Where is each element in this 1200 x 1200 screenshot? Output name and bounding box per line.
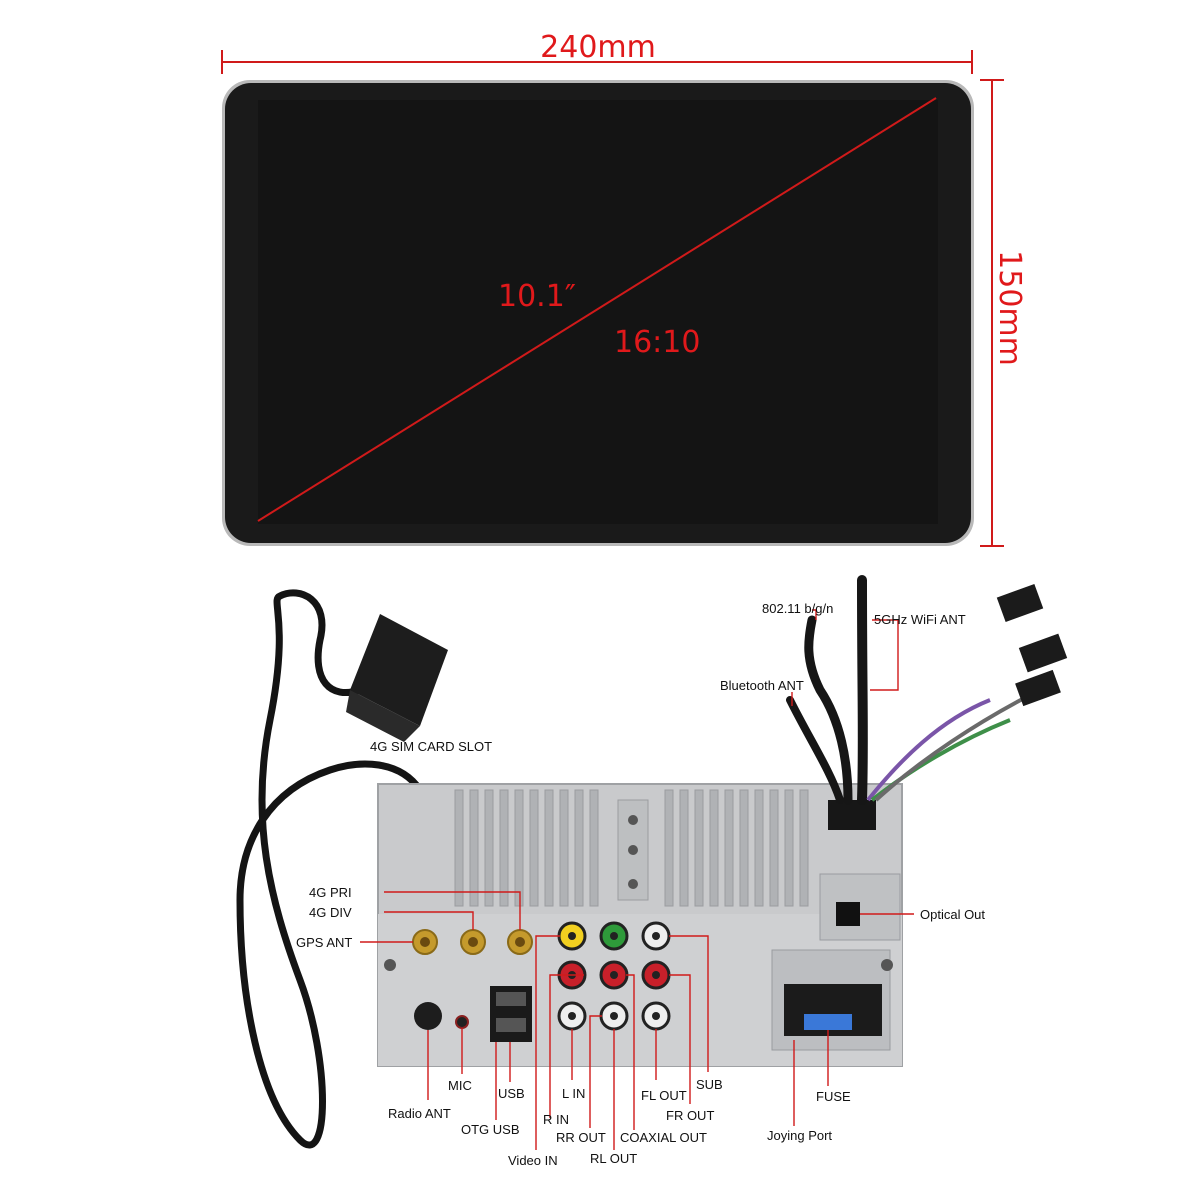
rca-jacks bbox=[557, 921, 671, 1031]
mic-label: MIC bbox=[448, 1078, 472, 1093]
radio-ant-label: Radio ANT bbox=[388, 1106, 451, 1121]
joying-port-label: Joying Port bbox=[767, 1128, 832, 1143]
rl-out-label: RL OUT bbox=[590, 1151, 637, 1166]
4g-div-label: 4G DIV bbox=[309, 905, 352, 920]
display-panel: 10.1″ 16:10 bbox=[222, 80, 974, 546]
4g-pri-label: 4G PRI bbox=[309, 885, 352, 900]
gps-ant-label: GPS ANT bbox=[296, 935, 352, 950]
otg-usb-label: OTG USB bbox=[461, 1122, 520, 1137]
labels: 4G SIM CARD SLOT 802.11 b/g/n 5GHz WiFi … bbox=[296, 601, 985, 1168]
antenna-harness bbox=[786, 575, 1068, 805]
l-in-label: L IN bbox=[562, 1086, 585, 1101]
sim-slot-label: 4G SIM CARD SLOT bbox=[370, 739, 492, 754]
sub-label: SUB bbox=[696, 1077, 723, 1092]
width-dimension: 240mm bbox=[221, 30, 973, 74]
mic-socket bbox=[455, 1015, 469, 1029]
aspect-ratio-label: 16:10 bbox=[614, 325, 700, 360]
height-label: 150mm bbox=[992, 250, 1027, 366]
rr-out-label: RR OUT bbox=[556, 1130, 606, 1145]
usb-label: USB bbox=[498, 1086, 525, 1101]
width-label: 240mm bbox=[540, 30, 656, 65]
sim-slot-module bbox=[350, 614, 448, 726]
fuse-label: FUSE bbox=[816, 1089, 851, 1104]
sim-card-cable bbox=[236, 589, 448, 1149]
r-in-label: R IN bbox=[543, 1112, 569, 1127]
video-in-label: Video IN bbox=[508, 1153, 558, 1168]
optical-port bbox=[836, 902, 860, 926]
fr-out-label: FR OUT bbox=[666, 1108, 714, 1123]
screen-diagonal bbox=[257, 97, 937, 522]
usb-ports bbox=[490, 986, 532, 1042]
bluetooth-label: Bluetooth ANT bbox=[720, 678, 804, 693]
radio-ant-socket bbox=[414, 1002, 442, 1030]
height-dimension: 150mm bbox=[980, 79, 1027, 547]
wifi-5g-label: 5GHz WiFi ANT bbox=[874, 612, 966, 627]
fuse bbox=[804, 1014, 852, 1030]
optical-out-label: Optical Out bbox=[920, 907, 985, 922]
leader-lines bbox=[360, 609, 914, 1150]
screen-size-label: 10.1″ bbox=[498, 279, 576, 314]
fl-out-label: FL OUT bbox=[641, 1088, 687, 1103]
coaxial-out-label: COAXIAL OUT bbox=[620, 1130, 707, 1145]
antenna-connectors bbox=[412, 929, 533, 955]
wifi-802-label: 802.11 b/g/n bbox=[762, 601, 833, 616]
